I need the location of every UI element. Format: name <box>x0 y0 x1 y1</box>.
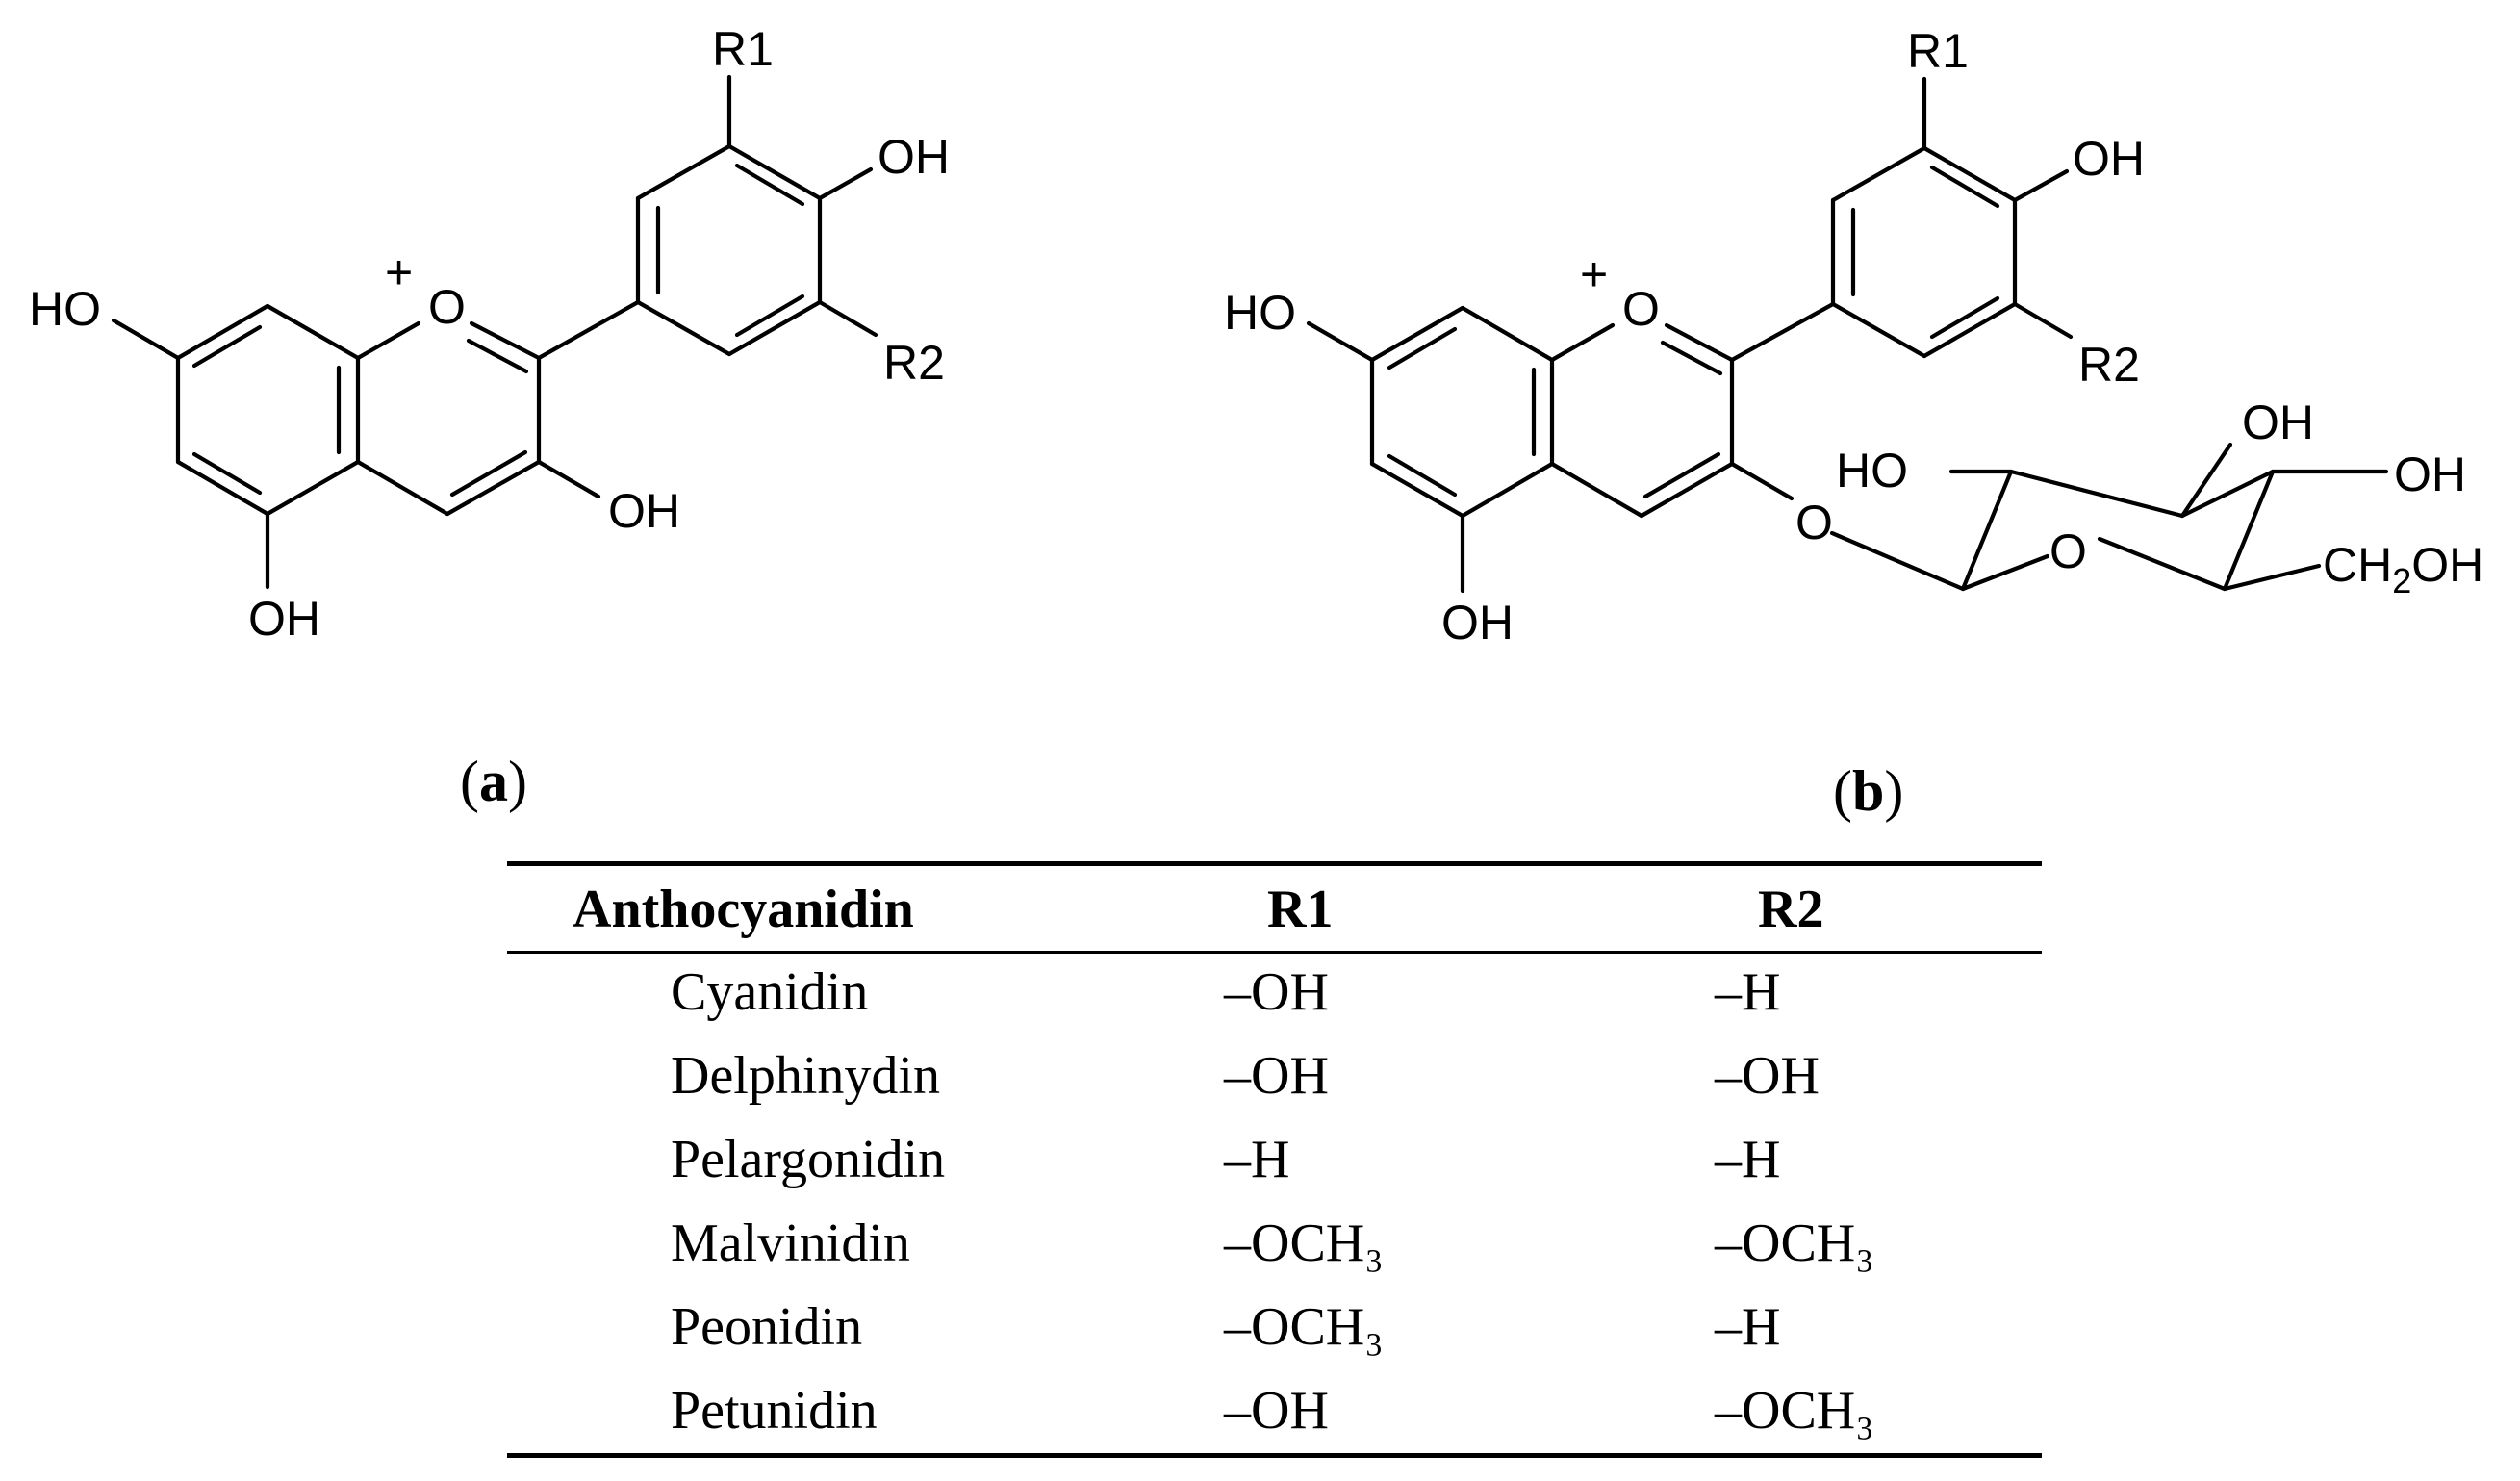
panel-label-b: (b) <box>1833 759 1904 823</box>
b-sugar-oh-top-label: OH <box>2242 396 2314 449</box>
b-ho-7-label: HO <box>1224 286 1296 340</box>
cell-anthocyanidin: Pelargonidin <box>671 1130 946 1189</box>
a-r1-label: R1 <box>712 22 774 76</box>
table-header-row: Anthocyanidin R1 R2 <box>507 879 2042 956</box>
table-header-rule <box>507 951 2042 954</box>
b-sugar-oh-right-label: OH <box>2394 447 2466 501</box>
panel-label-a: (a) <box>460 750 527 813</box>
structure-b: HO O + OH R1 OH R2 O O HO OH OH CH2OH <box>1224 24 2483 650</box>
cell-r1: –OCH₃ <box>1224 1297 1384 1357</box>
a-oh-5-label: OH <box>248 592 320 646</box>
b-pyranose-oxygen-label: O <box>2049 524 2087 578</box>
cell-r2: –OH <box>1715 1046 1820 1106</box>
b-oh-4p-label: OH <box>2073 132 2145 186</box>
a-oh-3-label: OH <box>608 484 680 538</box>
a-ring-oxygen-label: O <box>428 280 466 334</box>
cell-r1: –OCH₃ <box>1224 1213 1384 1273</box>
header-r1: R1 <box>1267 880 1334 939</box>
a-oh-4p-label: OH <box>878 130 950 184</box>
b-ch2oh-oh: OH <box>2411 538 2483 592</box>
cell-anthocyanidin: Malvinidin <box>671 1213 910 1273</box>
table-row: Malvinidin –OCH₃ –OCH₃ <box>507 1213 2042 1289</box>
b-ch2oh-subscript: 2 <box>2392 561 2411 600</box>
cell-r2: –OCH₃ <box>1715 1213 1874 1273</box>
cell-r2: –H <box>1715 1130 1781 1189</box>
b-ring-oxygen-label: O <box>1622 282 1660 336</box>
b-oh-5-label: OH <box>1441 596 1514 650</box>
cell-anthocyanidin: Delphinydin <box>671 1046 940 1106</box>
table-top-rule <box>507 861 2042 866</box>
table-row: Delphinydin –OH –OH <box>507 1045 2042 1122</box>
cell-anthocyanidin: Peonidin <box>671 1297 863 1357</box>
b-ch2oh-label: CH2OH <box>2323 538 2483 600</box>
b-r1-label: R1 <box>1907 24 1969 78</box>
a-ho-7-label: HO <box>29 282 101 336</box>
cell-r1: –OH <box>1224 1046 1329 1106</box>
cell-r2: –H <box>1715 1297 1781 1357</box>
header-anthocyanidin: Anthocyanidin <box>573 880 914 939</box>
structure-a: HO O + OH OH R1 OH R2 <box>29 22 950 646</box>
cell-r1: –OH <box>1224 1381 1329 1441</box>
b-r2-label: R2 <box>2078 338 2140 392</box>
cell-r2: –OCH₃ <box>1715 1381 1874 1441</box>
table-row: Peonidin –OCH₃ –H <box>507 1296 2042 1373</box>
cell-anthocyanidin: Cyanidin <box>671 962 869 1022</box>
table-bottom-rule <box>507 1453 2042 1458</box>
cell-r2: –H <box>1715 962 1781 1022</box>
cell-r1: –OH <box>1224 962 1329 1022</box>
b-glycosidic-oxygen-label: O <box>1795 496 1833 549</box>
a-r2-label: R2 <box>883 336 945 390</box>
cell-anthocyanidin: Petunidin <box>671 1381 878 1441</box>
anthocyanin-structures: HO O + OH OH R1 OH R2 <box>29 22 2483 650</box>
table-row: Pelargonidin –H –H <box>507 1129 2042 1206</box>
header-r2: R2 <box>1758 880 1824 939</box>
table-row: Petunidin –OH –OCH₃ <box>507 1380 2042 1457</box>
b-ch2oh-ch: CH <box>2323 538 2392 592</box>
cell-r1: –H <box>1224 1130 1290 1189</box>
a-positive-charge: + <box>385 245 413 299</box>
b-positive-charge: + <box>1580 247 1608 301</box>
b-sugar-ho-label: HO <box>1836 444 1908 498</box>
table-row: Cyanidin –OH –H <box>507 961 2042 1038</box>
